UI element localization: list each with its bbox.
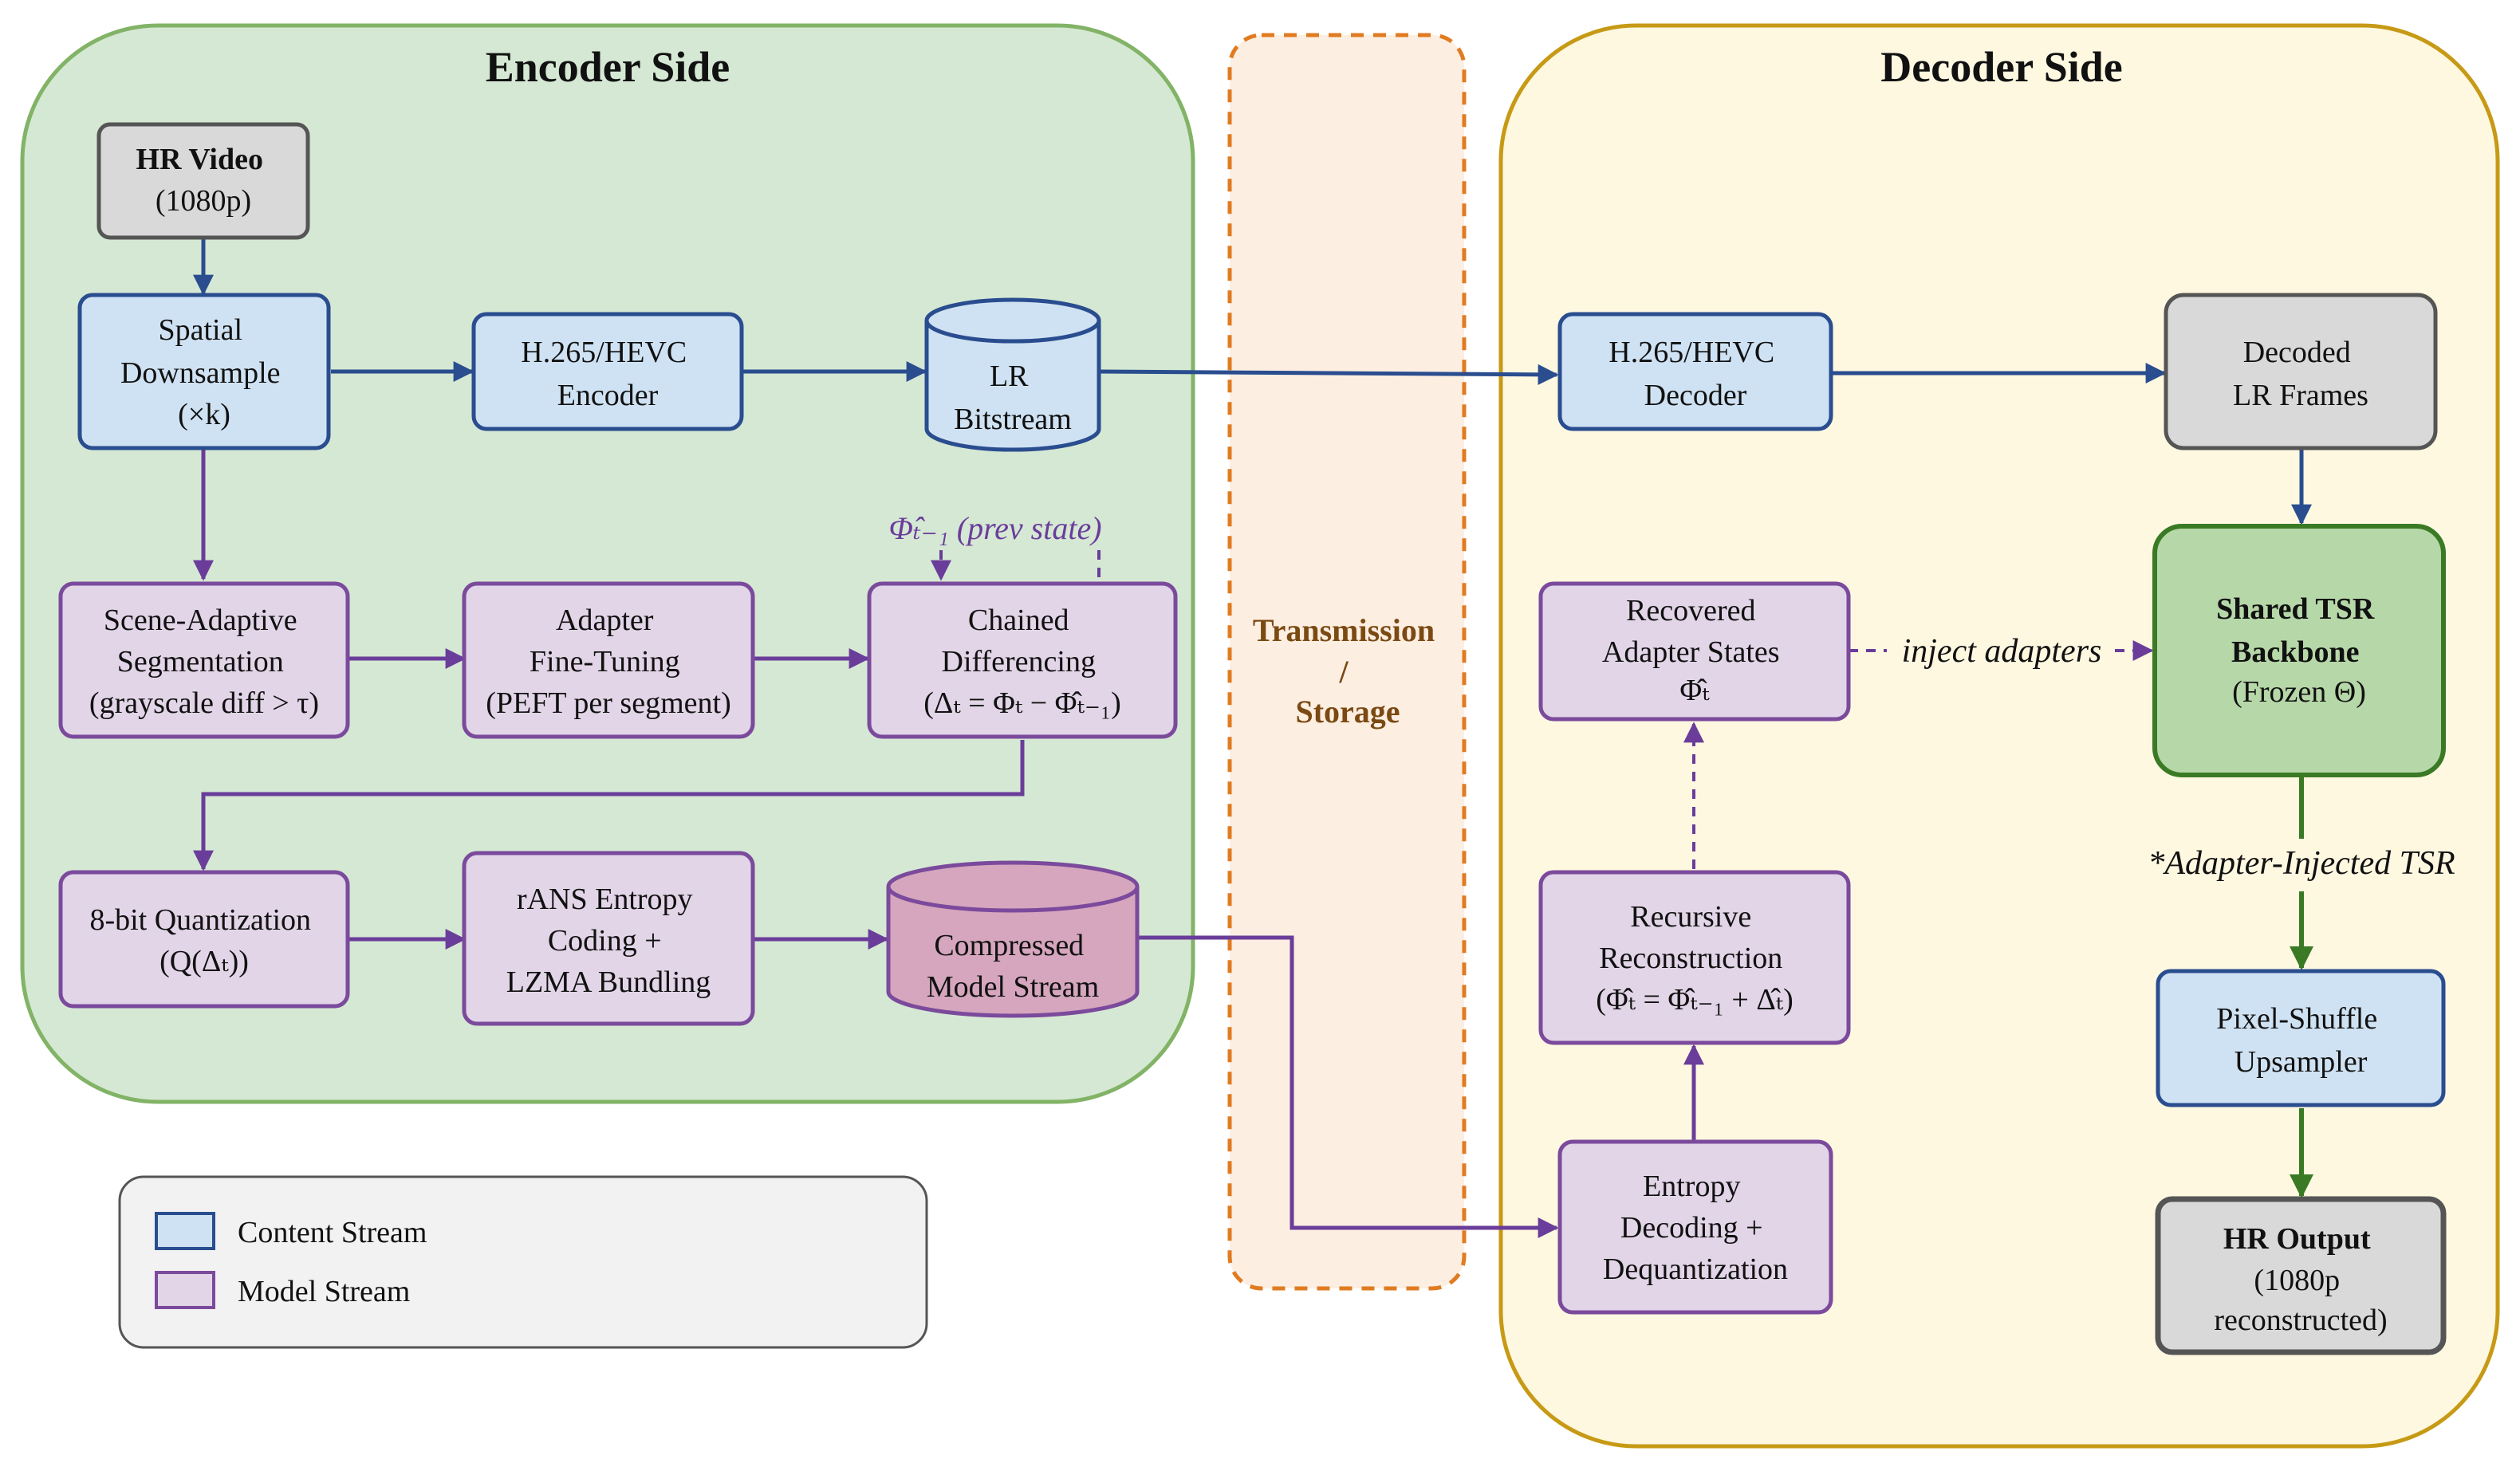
encoder-title: Encoder Side (486, 43, 730, 91)
hevc-decoder-node: H.265/HEVC Decoder (1557, 312, 1833, 431)
svg-text:Shared TSR Backbone: Shared TSR Backbone (Frozen Θ) (2216, 592, 2382, 709)
decoder-title: Decoder Side (1880, 43, 2122, 91)
svg-text:8-bit Quantization (Q(Δₜ: 8-bit Quantization (Q(Δₜ)) (89, 903, 318, 978)
svg-text:Pixel-Shuffle Upsampler: Pixel-Shuffle Upsampler (2216, 1002, 2384, 1079)
hr-output-node: HR Output (1080p reconstructed) (2155, 1196, 2447, 1355)
pixel-shuffle-node: Pixel-Shuffle Upsampler (2156, 969, 2446, 1107)
inject-adapters-label: inject adapters (1902, 633, 2102, 670)
svg-text:Compressed Model Stream: Compressed Model Stream (927, 929, 1099, 1004)
svg-text:Adapter Fine-Tuning: Adapter Fine-Tuning (PEFT per segment) (486, 604, 730, 720)
hevc-encoder-node: H.265/HEVC Encoder (471, 312, 744, 431)
arrow-bitstream-to-decoder (1098, 364, 1559, 385)
svg-text:Scene-Adaptive Segmentat: Scene-Adaptive Segmentation (grayscale d… (89, 604, 319, 720)
arrow-compressed-to-entropy-decoding (1139, 935, 1559, 1238)
svg-text:HR Video (1080p): HR Video (1080p) (136, 143, 271, 218)
legend: Content Stream Model Stream (118, 1175, 928, 1349)
legend-model-swatch (155, 1271, 215, 1309)
segmentation-node: Scene-Adaptive Segmentation (grayscale d… (58, 581, 350, 739)
svg-text:H.265/HEVC Encoder: H.265/HEVC Encoder (521, 336, 694, 412)
legend-content-swatch (155, 1212, 215, 1250)
arrow-differencing-to-quantization (193, 740, 1025, 871)
legend-model-label: Model Stream (238, 1275, 410, 1308)
svg-text:LR Bitstream: LR Bitstream (954, 360, 1072, 436)
compressed-model-stream-node: Compressed Model Stream (886, 860, 1140, 1018)
adapter-injected-label: *Adapter-Injected TSR (2148, 845, 2455, 882)
svg-text:Recovered Adapter States: Recovered Adapter States Φ̂ₜ (1602, 594, 1787, 707)
transmission-label: Transmission / Storage (1253, 612, 1443, 730)
lr-bitstream-node: LR Bitstream (924, 297, 1101, 452)
model-stream-arrows (193, 450, 1704, 1238)
finetuning-node: Adapter Fine-Tuning (PEFT per segment) (462, 581, 755, 739)
differencing-node: Chained Differencing (Δₜ = Φₜ − Φ̂ₜ₋₁) (867, 581, 1178, 739)
content-stream-arrows (193, 238, 2312, 525)
quantization-node: 8-bit Quantization (Q(Δₜ)) (58, 870, 350, 1009)
entropy-decoding-node: Entropy Decoding + Dequantization (1557, 1139, 1833, 1315)
svg-text:Spatial Downsample: Spatial Downsample (×k) (120, 313, 288, 431)
svg-text:Entropy Decoding +: Entropy Decoding + Dequantization (1603, 1170, 1788, 1286)
svg-text:Recursive Reconstruction: Recursive Reconstruction (Φ̂ₜ = Φ̂ₜ₋₁ + … (1596, 900, 1794, 1017)
prev-state-label: Φ̂ₜ₋₁ (prev state) (888, 510, 1101, 546)
transmission-panel (1227, 33, 1467, 1291)
recovered-states-node: Recovered Adapter States Φ̂ₜ (1538, 581, 1851, 722)
decoded-frames-node: Decoded LR Frames (2164, 293, 2438, 450)
svg-text:H.265/HEVC Decoder: H.265/HEVC Decoder (1608, 336, 1782, 412)
spatial-downsample-node: Spatial Downsample (×k) (77, 293, 331, 450)
recursive-reconstruction-node: Recursive Reconstruction (Φ̂ₜ = Φ̂ₜ₋₁ + … (1538, 870, 1851, 1045)
tsr-backbone-node: Shared TSR Backbone (Frozen Θ) (2152, 524, 2446, 777)
svg-text:Chained Differencing: Chained Differencing (Δₜ = Φₜ − Φ̂ₜ₋₁) (923, 604, 1121, 720)
hr-video-node: HR Video (1080p) (96, 122, 310, 240)
svg-text:HR Output (1080p r: HR Output (1080p reconstructed) (2214, 1222, 2387, 1337)
entropy-coding-node: rANS Entropy Coding + LZMA Bundling (462, 851, 755, 1026)
dashed-model-arrows (931, 550, 2154, 869)
legend-content-label: Content Stream (238, 1216, 427, 1249)
svg-text:Decoded LR Frames: Decoded LR Frames (2233, 336, 2368, 412)
svg-text:rANS Entropy Coding +: rANS Entropy Coding + LZMA Bundling (506, 883, 711, 999)
